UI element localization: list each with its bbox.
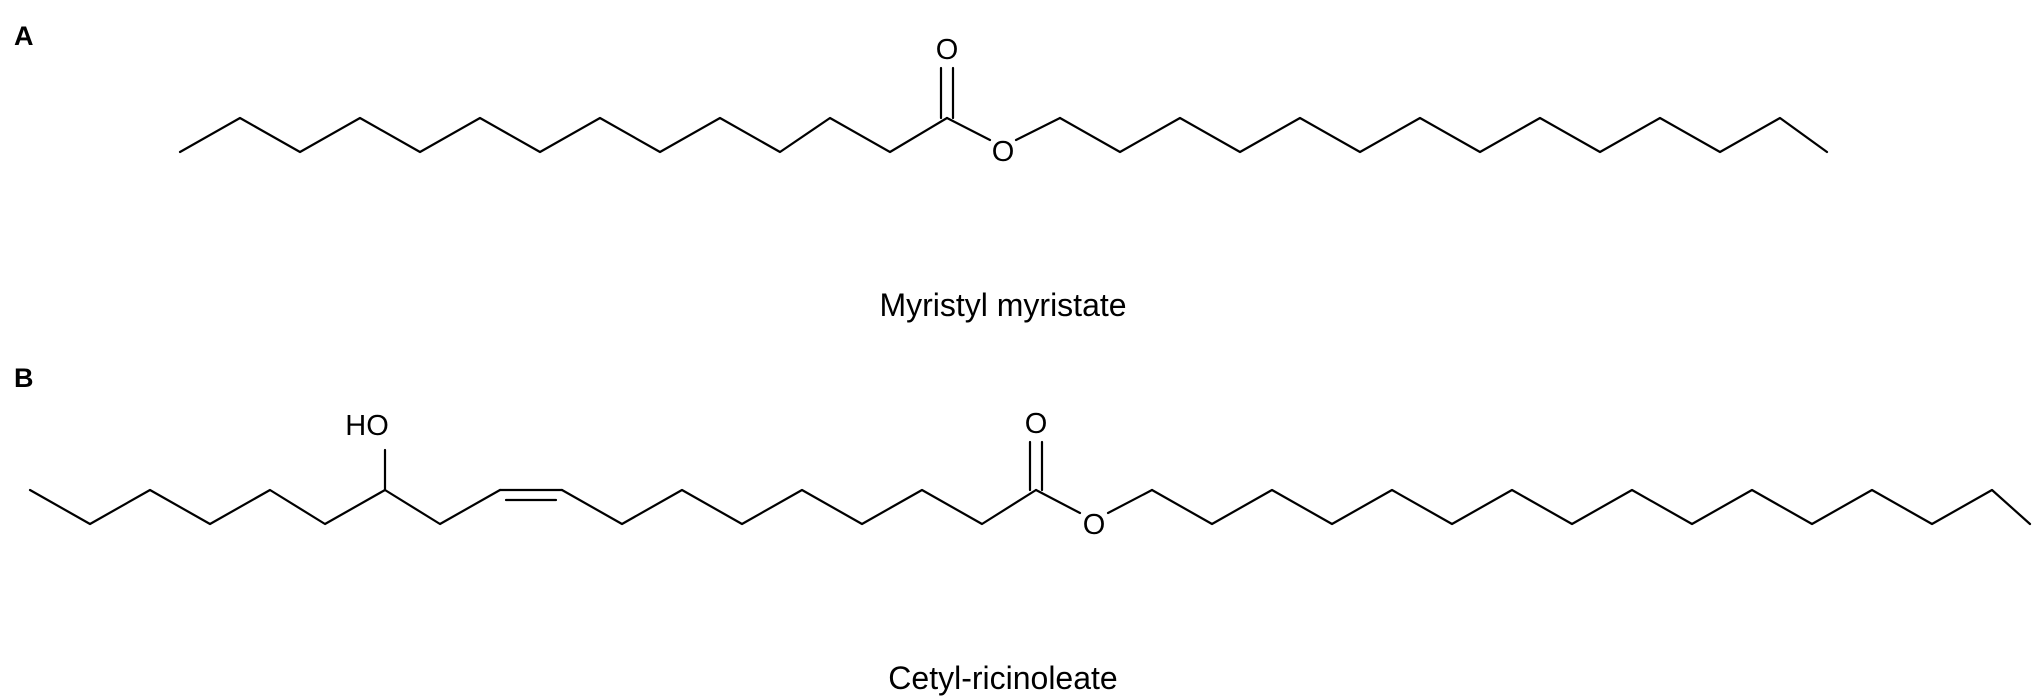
carbonyl-oxygen-b: O	[1025, 408, 1048, 440]
ester-bond-c-o-a	[945, 116, 992, 142]
ester-oxygen-a: O	[992, 136, 1015, 168]
panel-b-compound-name: Cetyl-ricinoleate	[888, 660, 1117, 696]
ester-oxygen-b: O	[1083, 509, 1106, 541]
allyl-segment-b	[383, 488, 502, 526]
ester-bond-o-c-a	[1014, 116, 1062, 142]
ester-bond-o-c-b	[1106, 488, 1154, 515]
carbonyl-oxygen-a: O	[936, 34, 959, 66]
hydrocarbon-tail-b	[28, 488, 387, 526]
alkyl-chain-b	[1150, 488, 2032, 526]
alkyl-chain-a	[1058, 116, 1829, 154]
hydroxyl-label-b: HO	[345, 410, 389, 442]
panel-b: B HO O O Cetyl-ricinoleate	[14, 363, 2032, 696]
cetyl-ricinoleate-structure: HO O O	[28, 408, 2032, 541]
panel-a-letter: A	[14, 21, 34, 51]
ester-bond-c-o-b	[1034, 488, 1082, 515]
panel-a: A O O Myristyl myristate	[14, 21, 1829, 323]
acyl-chain-b	[560, 488, 1038, 526]
acyl-chain-a	[178, 116, 949, 154]
panel-a-compound-name: Myristyl myristate	[879, 287, 1126, 323]
panel-b-letter: B	[14, 363, 34, 393]
myristyl-myristate-structure: O O	[178, 34, 1829, 168]
